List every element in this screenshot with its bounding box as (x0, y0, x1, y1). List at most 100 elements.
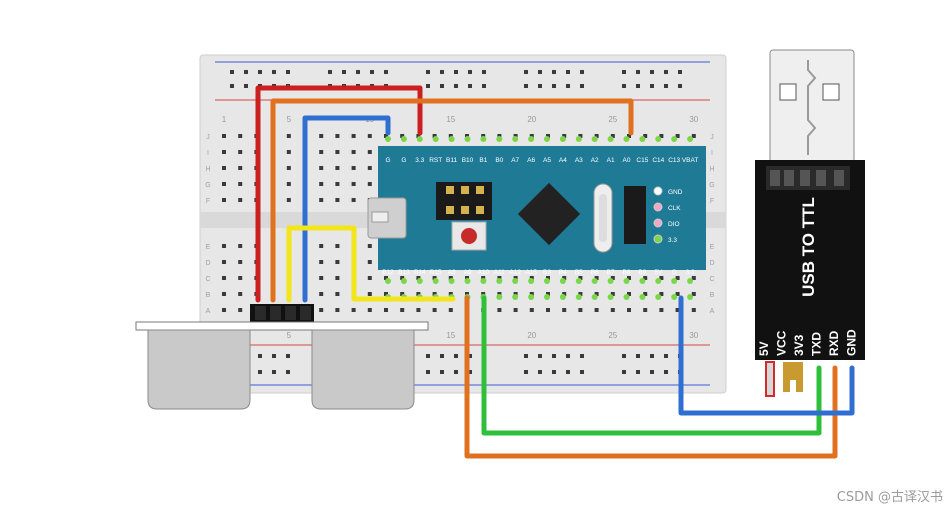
terminal-hole (594, 134, 599, 138)
terminal-hole (448, 134, 453, 138)
header-pin (528, 294, 535, 300)
pin-label-top: A6 (527, 157, 535, 164)
pin-label-bottom: A8 (448, 269, 456, 276)
rail-hole (468, 370, 472, 374)
terminal-hole (675, 292, 680, 296)
terminal-hole (222, 150, 226, 154)
rail-hole (454, 70, 458, 74)
rail-hole (454, 370, 458, 374)
header-pin (448, 136, 455, 142)
header-pin (559, 278, 566, 284)
terminal-hole (448, 276, 453, 280)
rail-hole (552, 354, 556, 358)
pin-label-bottom: B14 (414, 269, 426, 276)
header-pad (653, 218, 663, 228)
pin-label-bottom: 5V (654, 269, 663, 276)
terminal-hole (432, 134, 437, 138)
rail-hole (454, 84, 458, 88)
regulator-chip (624, 186, 646, 244)
header-pin (607, 136, 614, 142)
rail-hole (468, 354, 472, 358)
terminal-hole (319, 276, 324, 280)
rail-hole (244, 84, 248, 88)
terminal-hole (448, 292, 453, 296)
terminal-hole (497, 308, 502, 312)
terminal-hole (367, 276, 372, 280)
terminal-hole (416, 134, 421, 138)
pin-label-top: G (401, 157, 406, 164)
row-letter: B (710, 292, 715, 299)
terminal-hole (319, 260, 324, 264)
terminal-hole (319, 308, 324, 312)
header-pin (528, 136, 535, 142)
rail-hole (538, 354, 542, 358)
terminal-hole (432, 308, 437, 312)
rail-hole (538, 84, 542, 88)
rail-hole (622, 84, 626, 88)
rail-hole (426, 354, 430, 358)
pin-label-bottom: B9 (638, 269, 646, 276)
terminal-hole (529, 308, 534, 312)
column-number: 30 (689, 331, 698, 340)
terminal-hole (513, 308, 518, 312)
header-pad (653, 202, 663, 212)
terminal-hole (351, 134, 356, 138)
rail-hole (650, 70, 654, 74)
usb-ttl-title: USB TO TTL (799, 197, 818, 297)
header-pad (653, 186, 663, 196)
rail-hole (580, 370, 584, 374)
header-pin (687, 294, 694, 300)
rail-hole (370, 70, 374, 74)
rail-hole (622, 70, 626, 74)
column-number: 20 (527, 331, 536, 340)
terminal-hole (432, 276, 437, 280)
pin-label-bottom: G (672, 269, 677, 276)
terminal-hole (578, 308, 583, 312)
pin-label-bottom: B8 (623, 269, 631, 276)
terminal-hole (448, 308, 453, 312)
rail-hole (258, 70, 262, 74)
terminal-hole (578, 276, 583, 280)
pin-label-top: A1 (607, 157, 615, 164)
usb-a-connector (769, 49, 855, 163)
rail-hole (678, 84, 682, 88)
column-number: 5 (287, 115, 292, 124)
rail-hole (440, 70, 444, 74)
rail-hole (426, 70, 430, 74)
watermark: CSDN @古译汉书 (836, 490, 943, 505)
row-letter: C (709, 276, 714, 283)
rail-hole (664, 70, 668, 74)
rail-hole (552, 70, 556, 74)
pin-label-bottom: B7 (607, 269, 615, 276)
terminal-hole (222, 276, 226, 280)
rail-hole (650, 354, 654, 358)
header-pin (544, 278, 550, 284)
terminal-hole (319, 244, 324, 248)
pin-label-top: A5 (543, 157, 551, 164)
terminal-hole (238, 198, 243, 202)
blue-wire-top (302, 115, 391, 303)
rail-hole (664, 370, 668, 374)
terminal-hole (222, 182, 226, 186)
red-wire (255, 85, 423, 303)
row-letter: A (710, 308, 715, 315)
terminal-hole (643, 308, 648, 312)
header-pin (655, 136, 662, 142)
row-letter: I (207, 150, 209, 157)
rail-hole (342, 70, 346, 74)
header-pin (559, 136, 566, 142)
pin-label-top: C13 (668, 157, 680, 164)
rail-hole (272, 354, 276, 358)
row-letter: B (206, 292, 211, 299)
terminal-hole (416, 276, 421, 280)
terminal-hole (529, 292, 534, 296)
header-pin (607, 278, 614, 284)
rail-hole (678, 70, 682, 74)
pin-label-bottom: B15 (430, 269, 442, 276)
rail-hole (580, 84, 584, 88)
rail-hole (636, 354, 640, 358)
row-letter: D (709, 260, 714, 267)
rail-hole (244, 70, 248, 74)
terminal-hole (578, 292, 583, 296)
